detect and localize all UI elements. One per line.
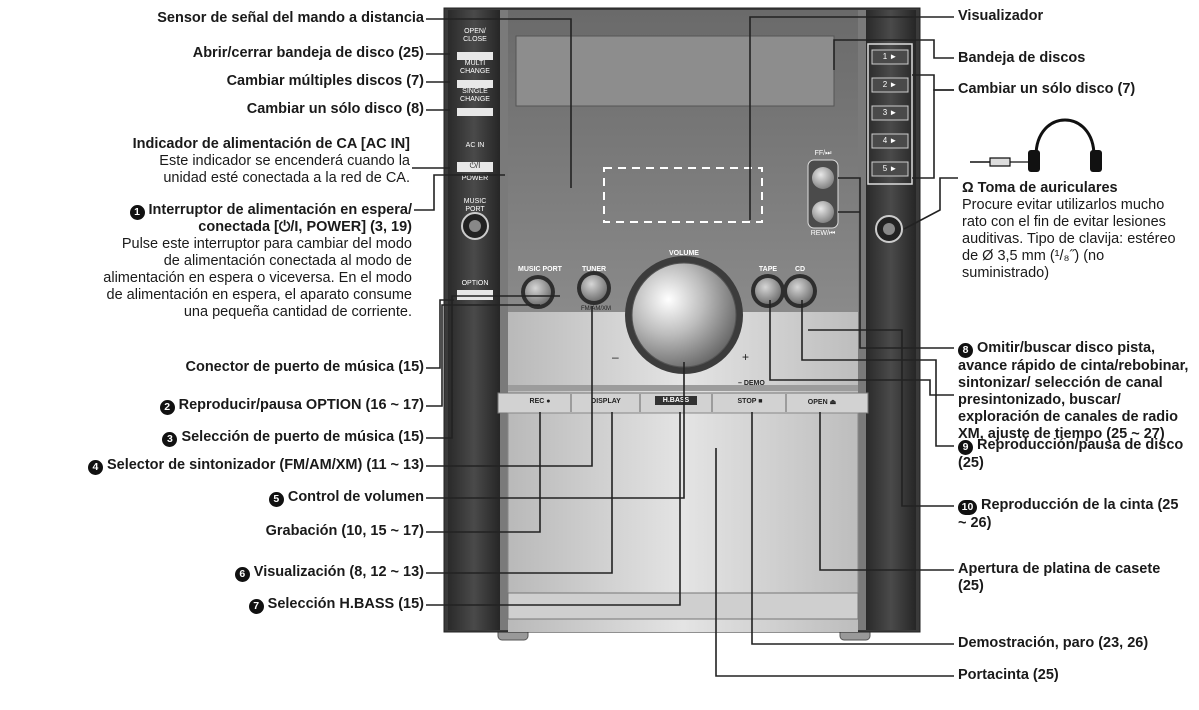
label-cassette-holder: Portacinta (25) (958, 667, 1059, 683)
number-badge-10: 10 (958, 500, 977, 515)
label-play-pause-option-text: Reproducir/pausa OPTION (16 ~ 17) (178, 397, 424, 413)
number-badge-2: 2 (159, 400, 175, 415)
label-volume-text: Control de volumen (287, 489, 424, 505)
number-badge-4: 4 (87, 460, 103, 475)
label-music-port-connector: Conector de puerto de música (15) (185, 359, 425, 375)
label-demo-stop: Demostración, paro (23, 26) (958, 635, 1149, 651)
number-badge-5: 5 (268, 492, 284, 507)
label-display-text: Visualización (8, 12 ~ 13) (253, 564, 424, 580)
label-single-change-left: Cambiar un sólo disco (8) (246, 101, 424, 117)
number-badge-7: 7 (248, 599, 264, 614)
headphones-icon (970, 118, 1102, 172)
label-skip-search-text: Omitir/buscar disco pista, avance rápido… (958, 340, 1189, 442)
label-open-close-tray: Abrir/cerrar bandeja de disco (25) (192, 45, 424, 61)
label-disc-play-pause-text: Reproducción/pausa de disco (25) (958, 437, 1184, 471)
label-tape-play-text: Reproducción de la cinta (25 ~ 26) (958, 497, 1179, 531)
label-remote-sensor: Sensor de señal del mando a distancia (157, 10, 424, 26)
number-badge-9: 9 (958, 440, 973, 455)
label-tuner-selector-text: Selector de sintonizador (FM/AM/XM) (11 … (106, 457, 424, 473)
headphone-jack-icon: Ω (962, 180, 974, 196)
label-power-title-1: Interruptor de alimentación en espera/ (148, 202, 413, 218)
label-headphone-desc: Procure evitar utilizarlos mucho rato co… (962, 197, 1176, 281)
number-badge-6: 6 (234, 567, 250, 582)
label-headphone-title-text: Toma de auriculares (977, 180, 1118, 196)
label-multi-change: Cambiar múltiples discos (7) (226, 73, 424, 89)
label-power-title-2: conectada [⏻/I, POWER] (3, 19) (198, 219, 412, 235)
label-music-port-selection-text: Selección de puerto de música (15) (181, 429, 424, 445)
label-single-change-right: Cambiar un sólo disco (7) (958, 81, 1136, 97)
number-badge-8: 8 (958, 343, 973, 358)
label-recording: Grabación (10, 15 ~ 17) (265, 523, 424, 539)
label-hbass-text: Selección H.BASS (15) (267, 596, 424, 612)
label-headphone-title: Ω Toma de auriculares (962, 180, 1118, 197)
label-ac-in-desc: Este indicador se encenderá cuando la un… (159, 153, 410, 186)
label-disc-tray: Bandeja de discos (958, 50, 1086, 66)
number-badge-3: 3 (162, 432, 178, 447)
label-power-desc: Pulse este interruptor para cambiar del … (103, 236, 412, 320)
label-cassette-open: Apertura de platina de casete (25) (958, 561, 1161, 594)
number-badge-1: 1 (129, 205, 145, 220)
label-visualizador: Visualizador (958, 8, 1044, 24)
label-ac-in-title: Indicador de alimentación de CA [AC IN] (132, 136, 410, 152)
